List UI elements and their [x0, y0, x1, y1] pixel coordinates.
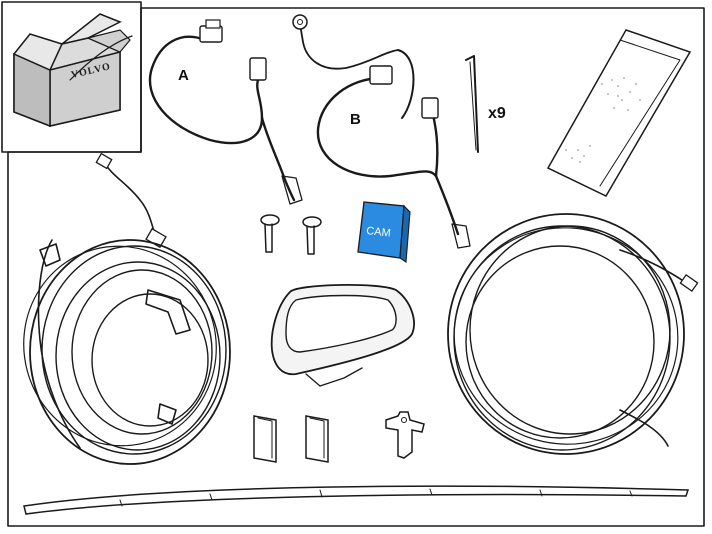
tie-count-label: x9 [488, 105, 506, 122]
screw-icon-1 [260, 214, 280, 253]
camera-module: CAM [357, 201, 411, 263]
harness-b-label: B [350, 111, 361, 128]
connector-a2 [249, 57, 267, 81]
screw-icon-2 [302, 216, 322, 255]
ground-cable [292, 14, 399, 70]
instruction-leaflet [546, 29, 692, 197]
trim-strip [23, 485, 690, 515]
harness-a-label: A [178, 67, 189, 84]
connector-b1 [369, 65, 393, 85]
camera-module-text: CAM [366, 225, 392, 239]
cable-coil-left [23, 152, 231, 465]
cable-coil-right [447, 213, 699, 455]
mounting-bracket [385, 411, 425, 459]
box-inset-frame [1, 1, 142, 153]
cable-tie-icon: x9 [465, 55, 506, 153]
adhesive-pad-1 [253, 415, 277, 463]
display-bezel [270, 284, 415, 387]
connector-b2 [421, 97, 439, 119]
harness-b: B [316, 49, 471, 249]
adhesive-pad-2 [305, 415, 329, 463]
harness-a: A [148, 19, 303, 205]
volvo-box-icon: VOLVO [12, 13, 133, 128]
